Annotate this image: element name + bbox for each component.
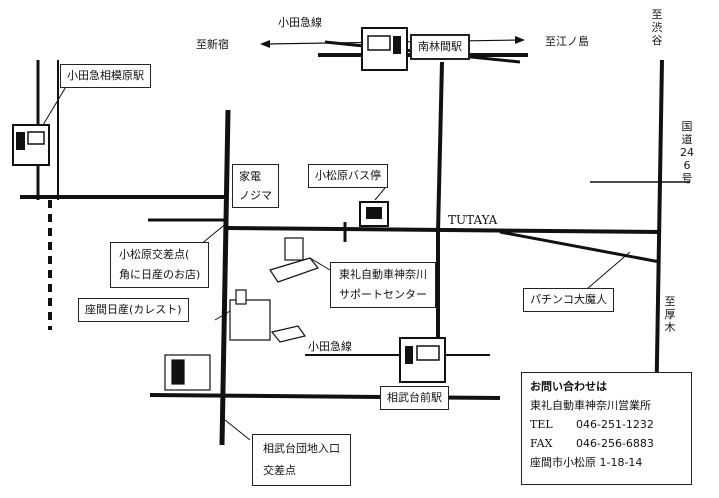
- sagamihara-station-callout: 小田急相模原駅: [60, 64, 151, 88]
- crossing-line-2: 角に日産のお店): [119, 268, 201, 281]
- arrow-left-head: [260, 40, 270, 48]
- zama-nissan-callout: 座間日産(カレスト): [78, 298, 189, 322]
- toujidosha-line-2: サポートセンター: [339, 288, 427, 301]
- rinkan-station-callout: 南林間駅: [410, 34, 470, 60]
- route-246-label: 国道246号: [680, 120, 694, 185]
- toujidosha-building-icon: [269, 237, 319, 283]
- danchi-line-1: 相武台団地入口: [263, 442, 340, 455]
- pointer-danchi: [224, 419, 251, 441]
- tel-value: 046-251-1232: [576, 418, 654, 431]
- danchi-callout: 相武台団地入口 交差点: [252, 434, 351, 486]
- nojima-line-2: ノジマ: [239, 189, 272, 202]
- pointer-pachinko: [579, 251, 631, 296]
- tel-row: TEL 046-251-1232: [530, 415, 683, 434]
- bus-stop-icon: [359, 201, 389, 227]
- train-icon-sagamihara: [12, 124, 50, 166]
- road-tutaya: [227, 226, 661, 234]
- toujidosha-line-1: 東礼自動車神奈川: [339, 268, 427, 281]
- nojima-line-1: 家電: [239, 170, 261, 183]
- pachinko-callout: パチンコ大魔人: [523, 288, 614, 312]
- sobudai-station-callout: 相武台前駅: [380, 386, 449, 410]
- tel-label: TEL: [530, 418, 553, 431]
- danchi-line-2: 交差点: [263, 464, 296, 477]
- address: 座間市小松原 1-18-14: [530, 456, 643, 469]
- pointer-toujidosha: [309, 257, 331, 271]
- to-atsugi-label: 至厚木: [664, 295, 676, 334]
- road-diagonal: [499, 230, 661, 264]
- crossing-line-1: 小松原交差点(: [119, 248, 190, 261]
- fax-value: 046-256-6883: [576, 437, 654, 450]
- rail-line-bottom-label: 小田急線: [308, 340, 352, 353]
- crossing-callout: 小松原交差点( 角に日産のお店): [110, 242, 210, 288]
- contact-info-box: お問い合わせは 東礼自動車神奈川営業所 TEL 046-251-1232 FAX 0…: [521, 372, 692, 485]
- pointer-bus: [374, 187, 386, 201]
- road-main-vertical: [219, 109, 231, 446]
- toujidosha-callout: 東礼自動車神奈川 サポートセンター: [330, 262, 436, 308]
- train-icon-sobudai: [399, 337, 446, 383]
- pointer-sagamihara: [39, 79, 71, 131]
- to-shinjuku-label: 至新宿: [196, 38, 229, 51]
- company-name: 東礼自動車神奈川営業所: [530, 399, 651, 412]
- arrow-right-head: [515, 36, 525, 44]
- pachinko-building-icon: [164, 354, 211, 391]
- train-icon-rinkan: [361, 27, 408, 71]
- zama-nissan-building-icon: [229, 289, 306, 343]
- contact-title: お問い合わせは: [530, 380, 607, 393]
- tutaya-label: TUTAYA: [448, 213, 498, 227]
- bus-stop-callout: 小松原バス停: [308, 164, 388, 188]
- pointer-crossing: [199, 221, 229, 246]
- to-enoshima-label: 至江ノ島: [545, 35, 589, 48]
- road-rinkan-vertical: [436, 61, 444, 233]
- fax-row: FAX 046-256-6883: [530, 434, 683, 453]
- nojima-callout: 家電 ノジマ: [232, 164, 279, 208]
- fax-label: FAX: [530, 437, 553, 450]
- rail-line-top-label: 小田急線: [278, 16, 322, 29]
- to-shibuya-label: 至渋谷: [651, 8, 663, 47]
